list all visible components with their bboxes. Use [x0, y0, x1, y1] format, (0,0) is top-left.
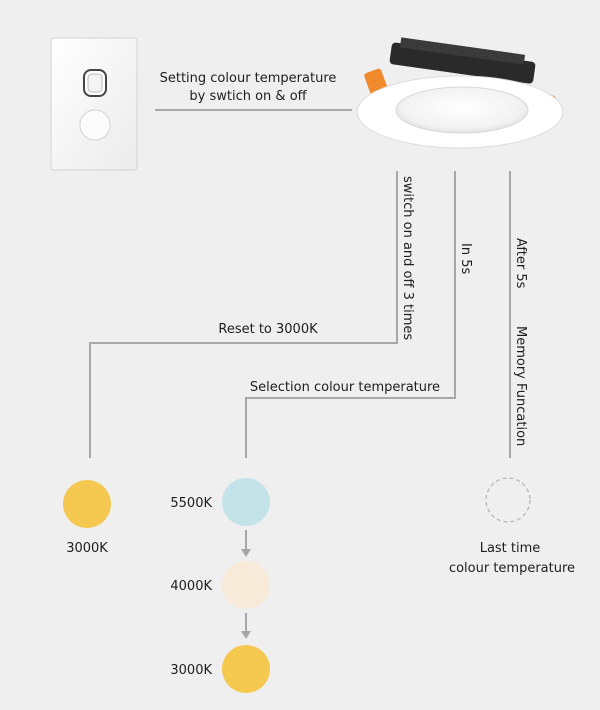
caption-line-2: by swtich on & off: [189, 89, 307, 104]
memory-output-line-1: Last time: [480, 541, 541, 556]
dashed-circle-icon: [485, 477, 531, 523]
selection-condition-label: In 5s: [458, 243, 473, 274]
step-3000k-label: 3000K: [170, 663, 212, 678]
downlight-icon: [356, 37, 564, 149]
step-4000k-label: 4000K: [170, 579, 212, 594]
selection-branch-connector: [245, 171, 456, 458]
memory-condition-b-label: Memory Funcation: [513, 326, 528, 446]
selection-result-label: Selection colour temperature: [250, 380, 440, 395]
step-arrow-1-head: [241, 549, 251, 557]
step-arrow-2-head: [241, 631, 251, 639]
reset-result-label: Reset to 3000K: [218, 322, 318, 337]
warm-3000k-step-swatch: [222, 645, 270, 693]
reset-branch-connector: [89, 171, 398, 458]
caption-line-1: Setting colour temperature: [160, 71, 337, 86]
wall-switch-icon: [50, 37, 138, 171]
reset-output-label: 3000K: [66, 541, 108, 556]
neutral-4000k-swatch: [222, 561, 270, 609]
memory-output-line-2: colour temperature: [449, 561, 575, 576]
memory-condition-a-label: After 5s: [513, 238, 528, 289]
step-5500k-label: 5500K: [170, 496, 212, 511]
reset-condition-label: switch on and off 3 times: [400, 176, 415, 340]
cool-5500k-swatch: [222, 478, 270, 526]
warm-3000k-swatch: [63, 480, 111, 528]
